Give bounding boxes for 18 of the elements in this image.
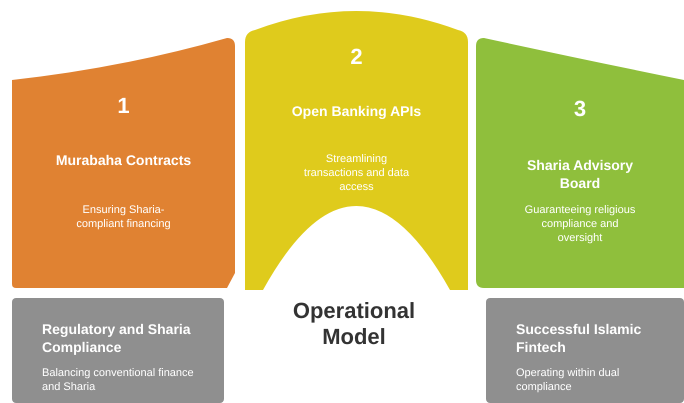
step-number: 1 (116, 93, 131, 119)
step-number: 2 (349, 44, 364, 70)
box-description: Balancing conventional finance and Sharia (42, 366, 195, 394)
card-heading: Open Banking APIs (290, 102, 422, 120)
box-heading: Successful Islamic Fintech (516, 320, 642, 356)
card-description: Guaranteeing religious compliance and oversight (524, 203, 636, 245)
step-number: 3 (572, 96, 588, 122)
info-box (12, 298, 224, 403)
card-description: Streamlining transactions and data access (302, 152, 410, 194)
card-heading: Sharia Advisory Board (526, 156, 634, 192)
box-description: Operating within dual compliance (516, 366, 620, 394)
card-description: Ensuring Sharia-compliant financing (75, 203, 172, 231)
box-heading: Regulatory and Sharia Compliance (42, 320, 192, 356)
diagram-title: Operational Model (292, 298, 416, 350)
info-box (486, 298, 684, 403)
card-heading: Murabaha Contracts (54, 151, 192, 169)
step-card (12, 38, 235, 288)
step-card (476, 38, 684, 288)
